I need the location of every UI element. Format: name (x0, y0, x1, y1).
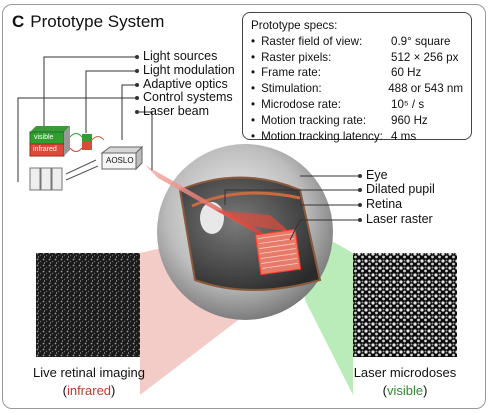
caption-left-sub: infrared (66, 383, 112, 398)
spec-row: Motion tracking rate:960 Hz (251, 113, 463, 129)
spec-value: 512 × 256 px (391, 50, 459, 64)
laser-beam-shape (145, 165, 268, 240)
spec-value: 960 Hz (391, 113, 428, 127)
panel-frame (2, 4, 486, 409)
spec-row: Motion tracking latency:4 ms (251, 129, 463, 145)
spec-row: Raster pixels:512 × 256 px (251, 50, 463, 66)
eye-leader-lines (224, 175, 360, 241)
label-aoslo: AOSLO (106, 156, 134, 165)
spec-label: Microdose rate: (251, 97, 391, 113)
spec-row: Stimulation:488 or 543 nm (251, 81, 463, 97)
label-control-systems: Control systems (143, 90, 233, 104)
caption-right: Laser microdoses (visible) (330, 364, 480, 400)
spec-row: Frame rate:60 Hz (251, 65, 463, 81)
label-visible-block: visible (34, 134, 54, 141)
laser-raster-patch (254, 228, 302, 276)
label-laser-raster: Laser raster (366, 212, 433, 226)
specs-heading: Prototype specs: (251, 19, 338, 32)
label-dilated-pupil: Dilated pupil (366, 182, 435, 196)
label-eye: Eye (366, 168, 388, 182)
caption-right-main: Laser microdoses (353, 365, 457, 380)
spec-row: Raster field of view:0.9° square (251, 34, 463, 50)
spec-label: Raster pixels: (251, 50, 391, 66)
device-cluster (29, 126, 144, 191)
spec-value: 10⁵ / s (391, 97, 425, 111)
label-adaptive-optics: Adaptive optics (143, 77, 228, 91)
system-leader-lines (17, 56, 153, 182)
label-light-sources: Light sources (143, 49, 218, 63)
spec-label: Motion tracking rate: (251, 113, 391, 129)
caption-left-main: Live retinal imaging (32, 365, 145, 380)
caption-left: Live retinal imaging (infrared) (14, 364, 164, 400)
label-infrared-block: infrared (33, 146, 57, 153)
spec-value: 60 Hz (391, 66, 422, 80)
label-laser-beam: Laser beam (143, 104, 210, 118)
panel-title-text: Prototype System (30, 12, 165, 31)
retinal-image-visible (353, 253, 457, 357)
spec-value: 4 ms (391, 129, 417, 143)
caption-right-sub: visible (386, 383, 424, 398)
panel-title: C Prototype System (12, 12, 164, 32)
specs-box: Prototype specs: Raster field of view:0.… (242, 12, 472, 143)
retinal-image-infrared (36, 253, 140, 357)
label-light-modulation: Light modulation (143, 63, 235, 77)
spec-row: Microdose rate:10⁵ / s (251, 97, 463, 113)
eye-illustration (157, 144, 333, 320)
spec-value: 0.9° square (391, 34, 451, 48)
spec-label: Raster field of view: (251, 34, 391, 50)
spec-label: Frame rate: (251, 65, 391, 81)
spec-label: Motion tracking latency: (251, 129, 391, 145)
label-retina: Retina (366, 197, 403, 211)
spec-label: Stimulation: (251, 81, 388, 97)
spec-value: 488 or 543 nm (388, 82, 463, 96)
panel-letter: C (12, 12, 25, 31)
